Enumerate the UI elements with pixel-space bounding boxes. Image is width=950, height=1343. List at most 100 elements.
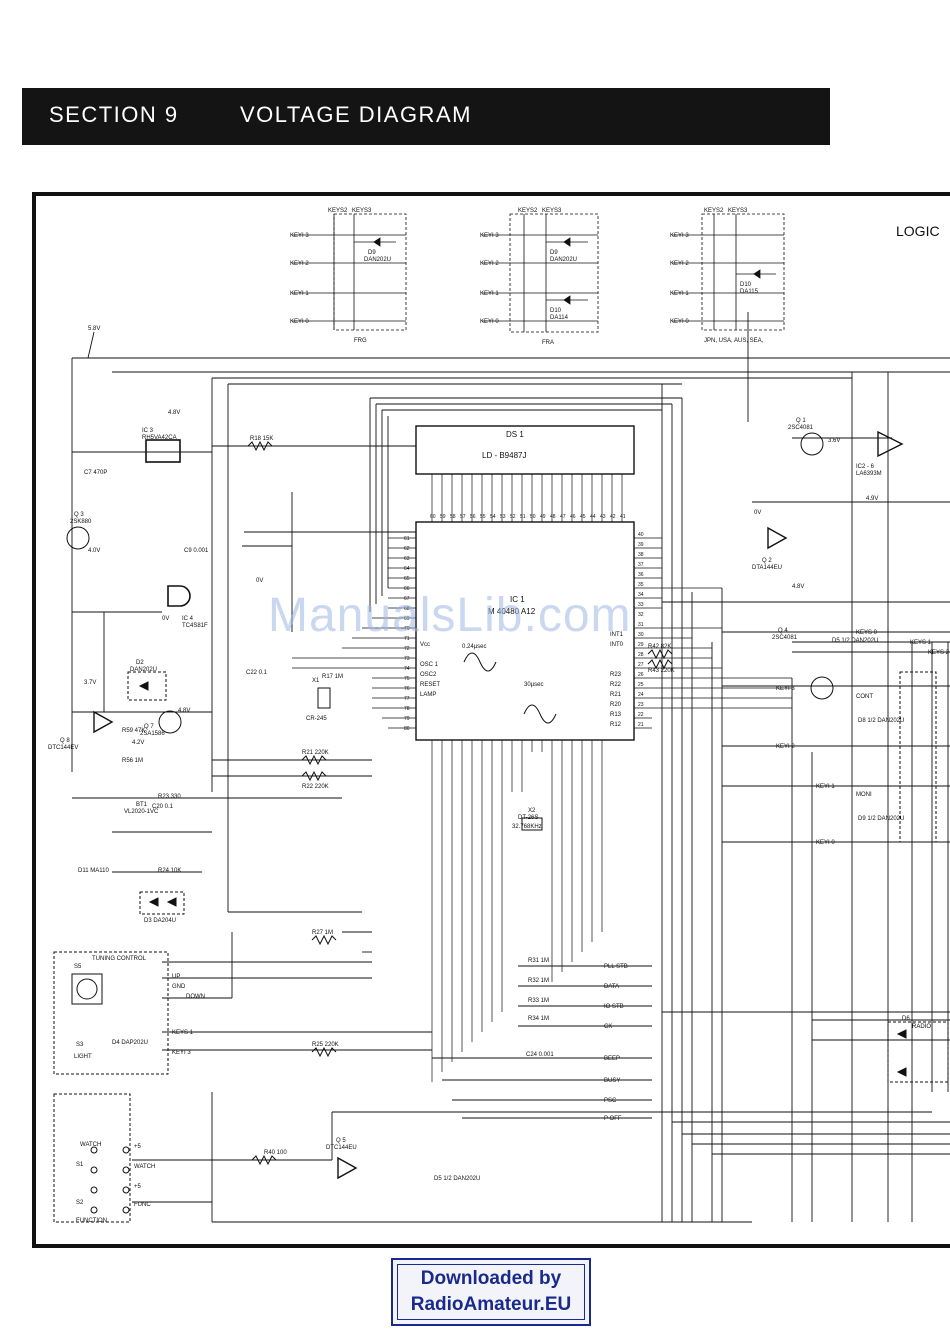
svg-text:LIGHT: LIGHT	[74, 1054, 92, 1060]
svg-text:VL2020-1VC: VL2020-1VC	[124, 809, 159, 815]
download-badge-line1: Downloaded by	[420, 1268, 562, 1289]
svg-text:D9: D9	[550, 250, 558, 256]
svg-text:R25 220K: R25 220K	[312, 1042, 339, 1048]
svg-text:72: 72	[404, 646, 410, 652]
svg-text:48: 48	[550, 514, 556, 520]
svg-text:R27 1M: R27 1M	[312, 930, 333, 936]
svg-text:R33 1M: R33 1M	[528, 998, 549, 1004]
svg-text:MONI: MONI	[856, 792, 872, 798]
svg-text:C22 0.1: C22 0.1	[246, 670, 268, 676]
svg-text:D9: D9	[368, 250, 376, 256]
svg-text:S2: S2	[76, 1200, 84, 1206]
section-header-banner: SECTION 9 VOLTAGE DIAGRAM	[22, 88, 830, 145]
svg-text:X2: X2	[528, 808, 536, 814]
svg-text:78: 78	[404, 706, 410, 712]
svg-text:4.0V: 4.0V	[88, 548, 100, 554]
svg-text:KEYS2: KEYS2	[704, 208, 724, 214]
svg-text:KEYS 1: KEYS 1	[172, 1030, 194, 1036]
svg-text:D4 DAP202U: D4 DAP202U	[112, 1040, 148, 1046]
svg-text:33: 33	[638, 602, 644, 608]
svg-text:TUNING CONTROL: TUNING CONTROL	[92, 956, 147, 962]
svg-text:UP: UP	[172, 974, 180, 980]
svg-text:DTC144EU: DTC144EU	[326, 1145, 357, 1151]
svg-text:DA114: DA114	[550, 315, 569, 321]
download-badge[interactable]: Downloaded by RadioAmateur.EU	[391, 1258, 591, 1326]
svg-text:BT1: BT1	[136, 802, 148, 808]
svg-text:76: 76	[404, 686, 410, 692]
svg-text:53: 53	[500, 514, 506, 520]
svg-text:S5: S5	[74, 964, 82, 970]
svg-text:LAMP: LAMP	[420, 692, 436, 698]
svg-text:WATCH: WATCH	[134, 1164, 155, 1170]
svg-text:74: 74	[404, 666, 410, 672]
svg-text:25: 25	[638, 682, 644, 688]
svg-text:KEYI 2: KEYI 2	[290, 261, 309, 267]
svg-text:22: 22	[638, 712, 644, 718]
svg-text:R17 1M: R17 1M	[322, 674, 343, 680]
svg-text:2SK880: 2SK880	[70, 519, 92, 525]
svg-text:R23 330: R23 330	[158, 794, 181, 800]
svg-text:R42 82K: R42 82K	[648, 644, 671, 650]
svg-text:KEYI 0: KEYI 0	[480, 319, 499, 325]
svg-text:IC 3: IC 3	[142, 428, 154, 434]
svg-text:63: 63	[404, 556, 410, 562]
svg-text:KEYI 3: KEYI 3	[480, 233, 499, 239]
svg-text:D2: D2	[136, 660, 144, 666]
svg-text:30: 30	[638, 632, 644, 638]
svg-text:RH5VA42CA: RH5VA42CA	[142, 435, 177, 441]
svg-text:TC4S81F: TC4S81F	[182, 623, 208, 629]
svg-text:31: 31	[638, 622, 644, 628]
svg-text:80: 80	[404, 726, 410, 732]
svg-text:PSC: PSC	[604, 1098, 617, 1104]
svg-text:R32 1M: R32 1M	[528, 978, 549, 984]
svg-text:27: 27	[638, 662, 644, 668]
svg-text:4.2V: 4.2V	[132, 740, 144, 746]
svg-text:D9 1/2 DAN202U: D9 1/2 DAN202U	[858, 816, 904, 822]
svg-text:50: 50	[530, 514, 536, 520]
svg-text:51: 51	[520, 514, 526, 520]
svg-text:79: 79	[404, 716, 410, 722]
svg-text:KEYI 0: KEYI 0	[670, 319, 689, 325]
svg-text:KEYS3: KEYS3	[728, 208, 748, 214]
svg-text:S1: S1	[76, 1162, 84, 1168]
svg-text:KEYS 0: KEYS 0	[856, 630, 878, 636]
svg-text:R43 220K: R43 220K	[648, 668, 675, 674]
svg-text:R23: R23	[610, 672, 622, 678]
svg-text:45: 45	[580, 514, 586, 520]
svg-text:KEYI 2: KEYI 2	[776, 744, 795, 750]
svg-text:+5: +5	[134, 1144, 142, 1150]
svg-text:5.8V: 5.8V	[88, 326, 100, 332]
wiring	[71, 312, 950, 1223]
svg-text:R40 100: R40 100	[264, 1150, 287, 1156]
svg-text:60: 60	[430, 514, 436, 520]
svg-text:59: 59	[440, 514, 446, 520]
download-badge-frame	[397, 1264, 585, 1320]
svg-text:61: 61	[404, 536, 410, 542]
section-number: SECTION 9	[49, 102, 179, 127]
svg-text:R31 1M: R31 1M	[528, 958, 549, 964]
svg-text:R21: R21	[610, 692, 622, 698]
svg-text:Vcc: Vcc	[420, 642, 430, 648]
svg-text:Q 3: Q 3	[74, 512, 84, 518]
labels: 5.8V DS 1 LD - B9487J IC 1 M 40480 A12 0…	[48, 326, 950, 1224]
svg-text:R59 47K: R59 47K	[122, 728, 145, 734]
svg-text:R56 1M: R56 1M	[122, 758, 143, 764]
svg-text:46: 46	[570, 514, 576, 520]
svg-text:S3: S3	[76, 1042, 84, 1048]
svg-text:KEYS2: KEYS2	[518, 208, 538, 214]
svg-text:34: 34	[638, 592, 644, 598]
svg-text:68: 68	[404, 606, 410, 612]
svg-text:CONT: CONT	[856, 694, 873, 700]
svg-text:DA115: DA115	[740, 289, 759, 295]
svg-text:2SC4081: 2SC4081	[788, 425, 814, 431]
svg-text:73: 73	[404, 656, 410, 662]
section-title: VOLTAGE DIAGRAM	[240, 102, 472, 127]
svg-text:KEYI 3: KEYI 3	[670, 233, 689, 239]
svg-text:OSC2: OSC2	[420, 672, 437, 678]
svg-text:D8 1/2 DAN202U: D8 1/2 DAN202U	[858, 718, 904, 724]
svg-text:DAN202U: DAN202U	[364, 257, 391, 263]
svg-text:FRG: FRG	[354, 338, 367, 344]
